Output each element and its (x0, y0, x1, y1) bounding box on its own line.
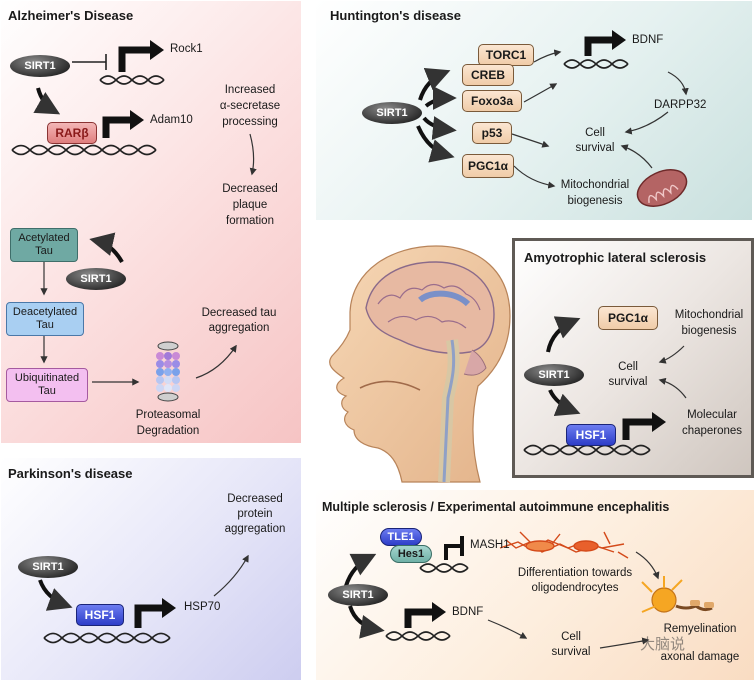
alz-secretase-line1: Increased (224, 84, 276, 96)
hd-bdnf-label: BDNF (632, 34, 664, 46)
ms-remy-line2: axonal damage (660, 651, 740, 663)
hd-mito-line2: biogenesis (567, 195, 623, 207)
als-cell-line2: survival (608, 376, 648, 388)
alz-tau-agg-line1: Decreased tau (201, 307, 277, 319)
ms-hes1-node: Hes1 (390, 545, 432, 563)
alz-plaque-line3: formation (226, 215, 274, 227)
alz-secretase-line2: α-secretase (219, 100, 281, 112)
als-title: Amyotrophic lateral sclerosis (524, 250, 707, 265)
ms-mash1-label: MASH1 (470, 539, 510, 551)
head-illustration-icon (329, 245, 511, 483)
alz-secretase-line3: processing (222, 116, 278, 128)
als-cell-line1: Cell (618, 361, 638, 373)
pd-agg-line3: aggregation (224, 523, 286, 535)
pd-agg-line1: Decreased (227, 493, 283, 505)
alz-plaque-line2: plaque (232, 199, 268, 211)
parkinson-title: Parkinson's disease (8, 466, 133, 481)
als-panel (512, 238, 754, 478)
alz-deacetylated-line1: Deacetylated (12, 306, 78, 318)
alz-acetylated-line2: Tau (35, 245, 53, 257)
als-mito-line2: biogenesis (681, 325, 737, 337)
hd-darpp32-label: DARPP32 (654, 99, 707, 111)
ms-bdnf-label: BDNF (452, 606, 484, 618)
pd-sirt1-node: SIRT1 (18, 556, 78, 578)
ms-cell-line2: survival (551, 646, 591, 658)
ms-remy-line1: Remyelination (663, 623, 737, 635)
alz-sirt1-node: SIRT1 (10, 55, 70, 77)
hd-cell-line1: Cell (585, 127, 605, 139)
als-pgc1a-node: PGC1α (598, 306, 658, 330)
hd-pgc1a-node: PGC1α (462, 154, 514, 178)
ms-cell-line1: Cell (561, 631, 581, 643)
hd-mito-line1: Mitochondrial (560, 179, 630, 191)
hd-foxo3a-node: Foxo3a (462, 90, 522, 112)
alz-tau-agg-line2: aggregation (208, 322, 270, 334)
alz-acetylated-line1: Acetylated (18, 232, 70, 244)
alz-adam10-label: Adam10 (150, 114, 193, 126)
pd-agg-line2: protein (237, 508, 273, 520)
huntington-title: Huntington's disease (330, 8, 461, 23)
pd-hsp70-label: HSP70 (184, 601, 221, 613)
watermark-text: 大脑说 (640, 636, 686, 653)
pd-hsf1-node: HSF1 (76, 604, 124, 626)
ms-diff-line1: Differentiation towards (517, 567, 633, 579)
als-hsf1-node: HSF1 (566, 424, 616, 446)
alz-acetylated-tau-box: Acetylated Tau (10, 228, 78, 262)
ms-diff-line2: oligodendrocytes (531, 582, 619, 594)
alz-ubiquitinated-tau-box: Ubiquitinated Tau (6, 368, 88, 402)
alzheimer-title: Alzheimer's Disease (8, 8, 134, 23)
als-chap-line2: chaperones (681, 425, 743, 437)
als-sirt1-node: SIRT1 (524, 364, 584, 386)
alz-proteasome-line2: Degradation (136, 425, 200, 437)
hd-torc1-node: TORC1 (478, 44, 534, 66)
hd-p53-node: p53 (472, 122, 512, 144)
alz-rock1-label: Rock1 (170, 43, 203, 55)
hd-creb-node: CREB (462, 64, 514, 86)
alz-rarb-node: RARβ (47, 122, 97, 144)
alz-ubiquitinated-line2: Tau (38, 385, 56, 397)
hd-sirt1-node: SIRT1 (362, 102, 422, 124)
als-chap-line1: Molecular (687, 409, 737, 421)
alz-proteasome-line1: Proteasomal (135, 409, 201, 421)
alz-deacetylated-tau-box: Deacetylated Tau (6, 302, 84, 336)
alz-ubiquitinated-line1: Ubiquitinated (14, 372, 80, 384)
ms-tle1-node: TLE1 (380, 528, 422, 546)
alz-deacetylated-line2: Tau (36, 319, 54, 331)
ms-sirt1-node: SIRT1 (328, 584, 388, 606)
als-mito-line1: Mitochondrial (674, 309, 744, 321)
ms-title: Multiple sclerosis / Experimental autoim… (322, 500, 670, 514)
hd-cell-line2: survival (575, 142, 615, 154)
alz-plaque-line1: Decreased (222, 183, 278, 195)
alz-sirt1-tau-node: SIRT1 (66, 268, 126, 290)
